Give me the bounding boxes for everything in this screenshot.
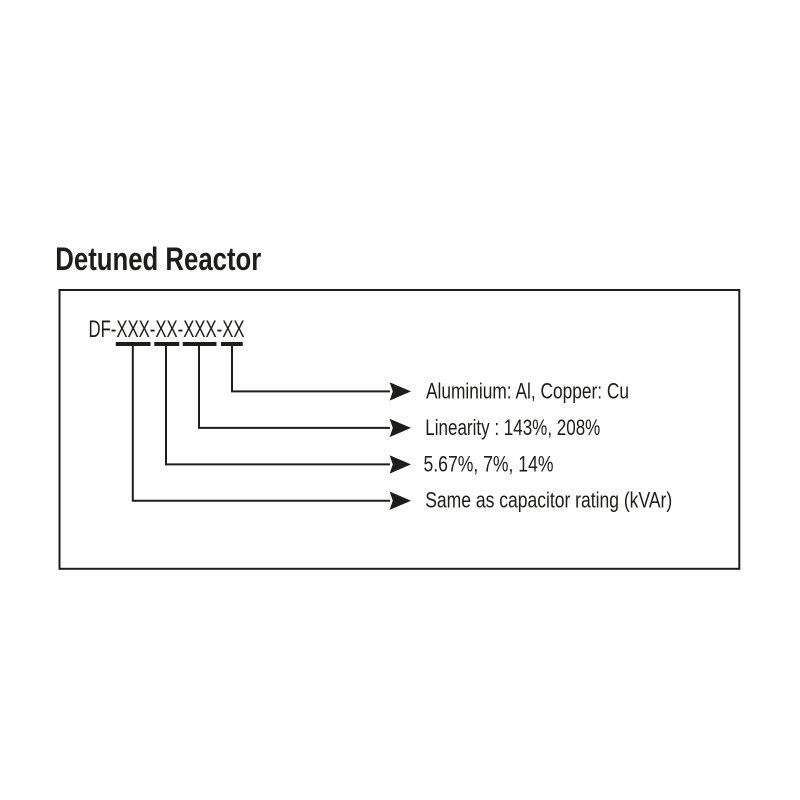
svg-text:Linearity : 143%, 208%: Linearity : 143%, 208% [425,415,600,440]
svg-text:DF-XXX-XX-XXX-XX: DF-XXX-XX-XXX-XX [89,316,245,343]
svg-text:Aluminium: Al, Copper: Cu: Aluminium: Al, Copper: Cu [426,378,629,403]
svg-text:5.67%, 7%, 14%: 5.67%, 7%, 14% [424,451,554,476]
svg-text:Same as capacitor rating (kVAr: Same as capacitor rating (kVAr) [425,488,672,513]
svg-text:Detuned Reactor: Detuned Reactor [55,241,261,277]
